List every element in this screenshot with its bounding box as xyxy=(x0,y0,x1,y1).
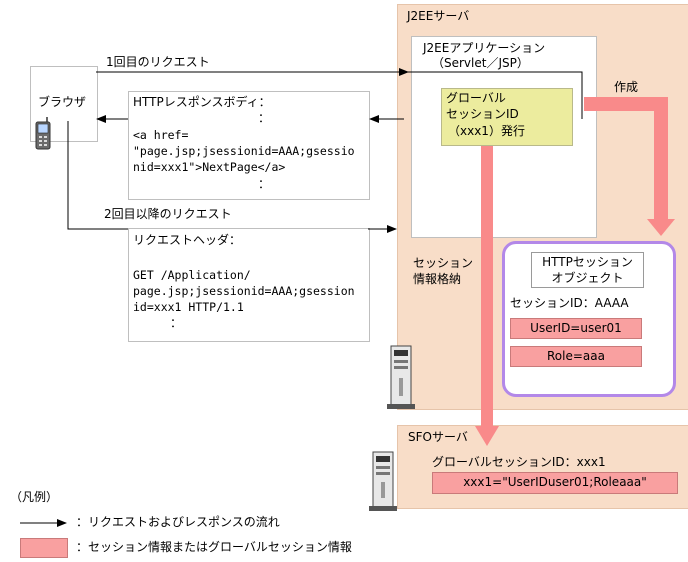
http-session-title-box xyxy=(531,252,644,288)
j2ee-server-icon xyxy=(387,345,415,409)
legend-swatch-desc: ：セッション情報またはグローバルセッション情報 xyxy=(76,540,352,554)
mobile-phone-icon xyxy=(35,117,51,150)
sfo-server-title: SFOサーバ xyxy=(408,430,468,444)
sfo-global-session-id: グローバルセッションID：xxx1 xyxy=(432,455,606,469)
create-label: 作成 xyxy=(614,80,639,94)
response-body-ellipsis-bottom: ： xyxy=(258,177,271,191)
response-body-line2: "page.jsp;jsessionid=AAA;gsessio xyxy=(133,144,355,158)
http-session-title-line1: HTTPセッション xyxy=(542,255,633,269)
request-header-box xyxy=(128,228,370,342)
flow-arrow-to-sfo xyxy=(475,146,499,446)
sfo-server-panel xyxy=(397,425,688,509)
global-session-line2: セッションID xyxy=(446,107,519,121)
global-session-line1: グローバル xyxy=(446,91,506,105)
j2ee-server-title: J2EEサーバ xyxy=(407,9,470,23)
sfo-session-entry-box xyxy=(432,472,678,494)
session-store-line1: セッション xyxy=(413,256,474,270)
legend-title: （凡例） xyxy=(10,490,59,504)
legend-session-info-swatch xyxy=(20,538,68,558)
response-body-line1: <a href= xyxy=(133,128,189,142)
first-request-label: 1回目のリクエスト xyxy=(106,55,210,69)
sfo-server-icon xyxy=(369,451,397,511)
response-body-title: HTTPレスポンスボディ： xyxy=(133,95,271,109)
http-session-id: セッションID：AAAA xyxy=(510,296,629,310)
response-body-line3: nid=xxx1">NextPage</a> xyxy=(133,160,286,174)
response-body-box xyxy=(128,91,370,200)
flow-arrow-to-http-session xyxy=(584,97,675,236)
second-request-label: 2回目以降のリクエスト xyxy=(104,207,232,221)
user-id-attribute-box xyxy=(510,318,642,339)
session-store-line2: 情報格納 xyxy=(413,272,462,286)
response-body-ellipsis-top: ： xyxy=(258,111,271,125)
global-session-line3: （xxx1）発行 xyxy=(448,124,525,138)
request-header-line1: GET /Application/ xyxy=(133,268,251,282)
second-request-path xyxy=(67,121,128,230)
user-id-attribute: UserID=user01 xyxy=(530,321,622,335)
response-path-right xyxy=(408,71,583,119)
http-session-title-line2: オブジェクト xyxy=(551,271,624,285)
global-session-id-box xyxy=(441,88,573,146)
role-attribute-box xyxy=(510,346,642,367)
role-attribute: Role=aaa xyxy=(547,349,605,363)
browser-label: ブラウザ xyxy=(38,95,87,109)
application-subtitle: （Servlet／JSP） xyxy=(432,56,529,70)
request-header-line2: page.jsp;jsessionid=AAA;gsession xyxy=(133,284,355,298)
application-title: J2EEアプリケーション xyxy=(423,41,546,55)
legend-arrow-desc: ：リクエストおよびレスポンスの流れ xyxy=(76,515,280,529)
request-header-title: リクエストヘッダ： xyxy=(133,233,242,247)
request-header-ellipsis: ： xyxy=(170,316,183,330)
request-header-line3: id=xxx1 HTTP/1.1 xyxy=(133,300,244,314)
sfo-session-entry: xxx1="UserIDuser01;Roleaaa" xyxy=(463,475,647,489)
